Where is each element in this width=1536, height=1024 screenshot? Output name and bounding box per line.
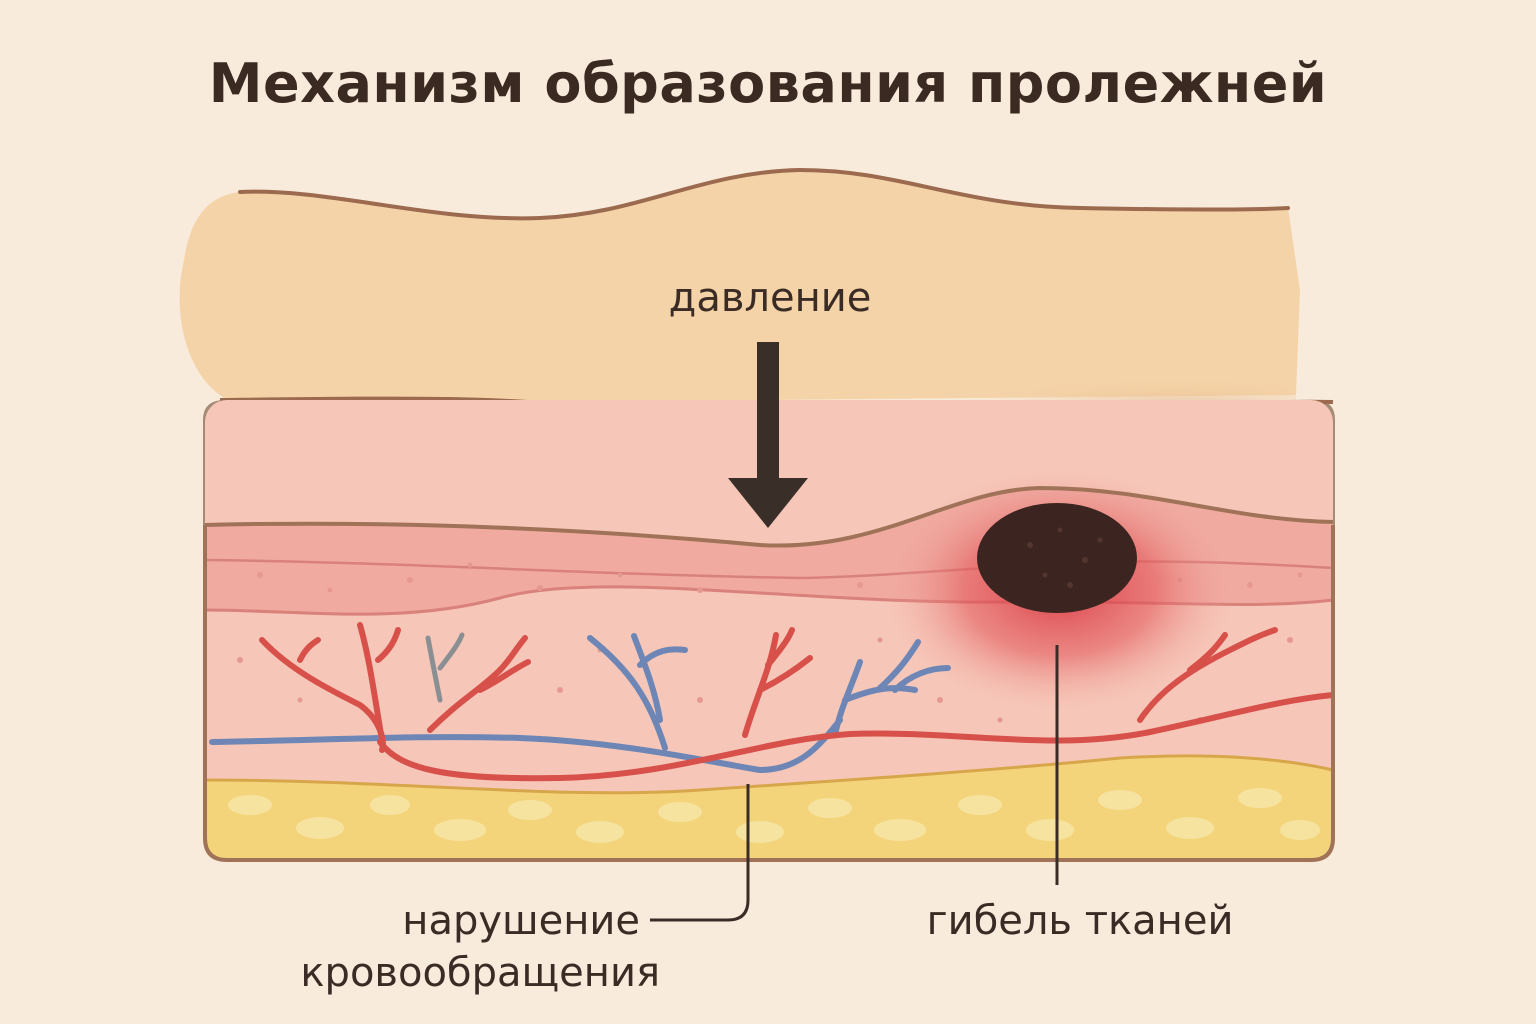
tissue-death-label: гибель тканей [926, 898, 1234, 944]
fat-globules [228, 788, 1320, 843]
veins [209, 633, 951, 774]
pressure-arrow [728, 342, 808, 528]
circulation-label-line2: кровообращения [300, 950, 660, 996]
arteries [259, 622, 1333, 782]
circulation-leader-line [650, 784, 750, 922]
pressure-label: давление [668, 275, 872, 321]
tissue-outline [203, 525, 1335, 862]
vein-grey [425, 632, 465, 703]
body-outline [238, 167, 1290, 221]
page-title: Механизм образования пролежней [208, 52, 1328, 115]
circulation-label-line1: нарушение [402, 898, 640, 944]
necrosis-spot [977, 503, 1137, 613]
circulation-disorder-label: нарушение кровообращения [240, 895, 660, 999]
patient-body [179, 167, 1301, 405]
